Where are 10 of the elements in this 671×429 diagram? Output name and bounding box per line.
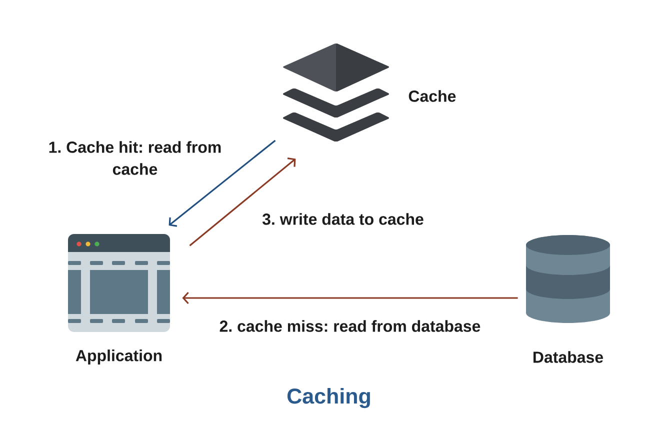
caption: Caching (287, 388, 370, 408)
edge-label: 2. cache miss: read from database (220, 320, 480, 332)
edge-label: 3. write data to cache (262, 213, 424, 225)
arrow (182, 292, 518, 304)
edge-label: 1. Cache hit: read from cache (49, 141, 221, 175)
node-label: Cache (408, 90, 456, 102)
node-label: Application (76, 350, 162, 364)
arrow (189, 158, 296, 246)
arrow (168, 140, 276, 227)
node-label: Database (534, 351, 604, 363)
